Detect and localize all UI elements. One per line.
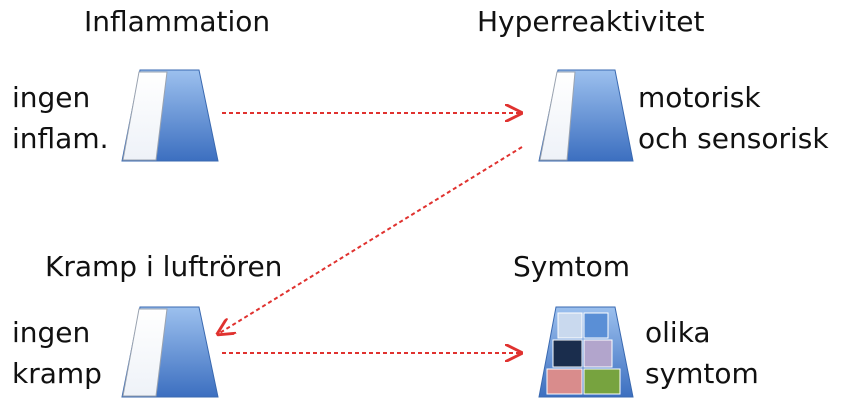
bronchospasm-gauge [121,306,219,398]
hyperreactivity-title: Hyperreaktivitet [477,5,705,38]
bronchospasm-state-line1: ingen [12,316,91,349]
hyperreactivity-gauge [538,69,634,162]
inflammation-title: Inflammation [84,5,271,38]
symptom-cell [583,339,613,368]
symptoms-state-line1: olika [645,316,711,349]
hyperreactivity-state-line1: motorisk [638,81,761,114]
inflammation-gauge [121,69,219,162]
hyperreactivity-state-line2: och sensorisk [638,122,829,155]
symptom-cell [557,312,583,339]
symptom-cell [583,312,609,339]
symptoms-state-label: olika symtom [645,312,759,394]
symptoms-state-line2: symtom [645,357,759,390]
symptom-cell [546,368,583,395]
arrow-hyperreactivity-to-bronchospasm [218,146,523,334]
bronchospasm-title: Kramp i luftrören [45,250,283,283]
hyperreactivity-state-label: motorisk och sensorisk [638,77,829,159]
symptom-cell [583,368,621,395]
symptoms-gauge [538,306,634,398]
inflammation-state-label: ingen inflam. [12,77,109,159]
bronchospasm-state-line2: kramp [12,357,102,390]
symptom-cell [552,339,583,368]
bronchospasm-state-label: ingen kramp [12,312,102,394]
symptoms-title: Symtom [513,250,631,283]
inflammation-state-line2: inflam. [12,122,109,155]
inflammation-state-line1: ingen [12,81,91,114]
